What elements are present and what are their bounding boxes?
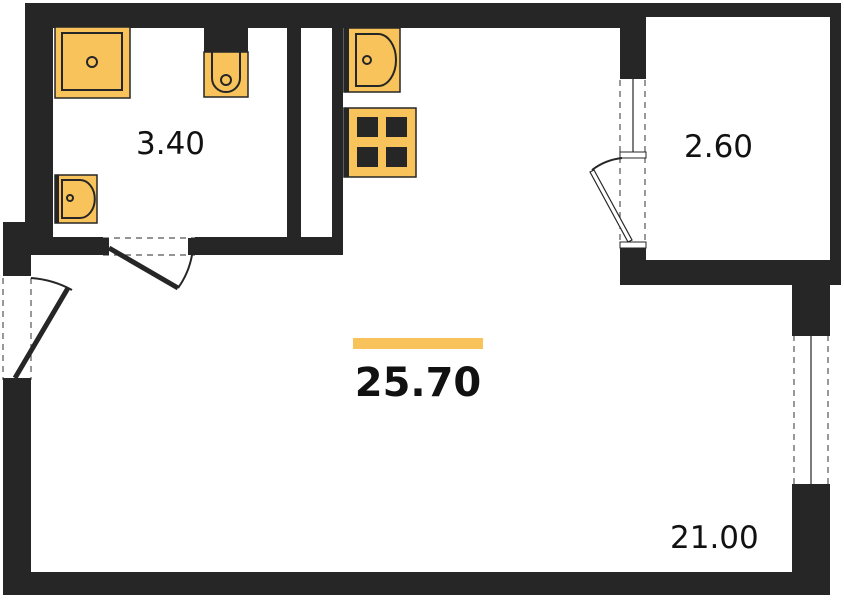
living-room-area-label: 21.00 (670, 520, 759, 556)
kitchen-sink-icon (343, 27, 401, 93)
window-icon (792, 330, 830, 490)
entrance-door-icon (2, 268, 73, 386)
bathroom-sink-icon (54, 174, 98, 224)
bathroom-door-icon (101, 237, 196, 291)
shower-icon (54, 26, 131, 99)
walls (3, 3, 841, 595)
stove-icon (343, 107, 417, 178)
balcony-door-icon (589, 73, 647, 249)
accent-bar (353, 338, 483, 349)
bathroom-area-label: 3.40 (136, 126, 206, 162)
toilet-icon (203, 27, 249, 98)
balcony-area-label: 2.60 (684, 129, 754, 165)
total-area-label: 25.70 (354, 360, 482, 406)
